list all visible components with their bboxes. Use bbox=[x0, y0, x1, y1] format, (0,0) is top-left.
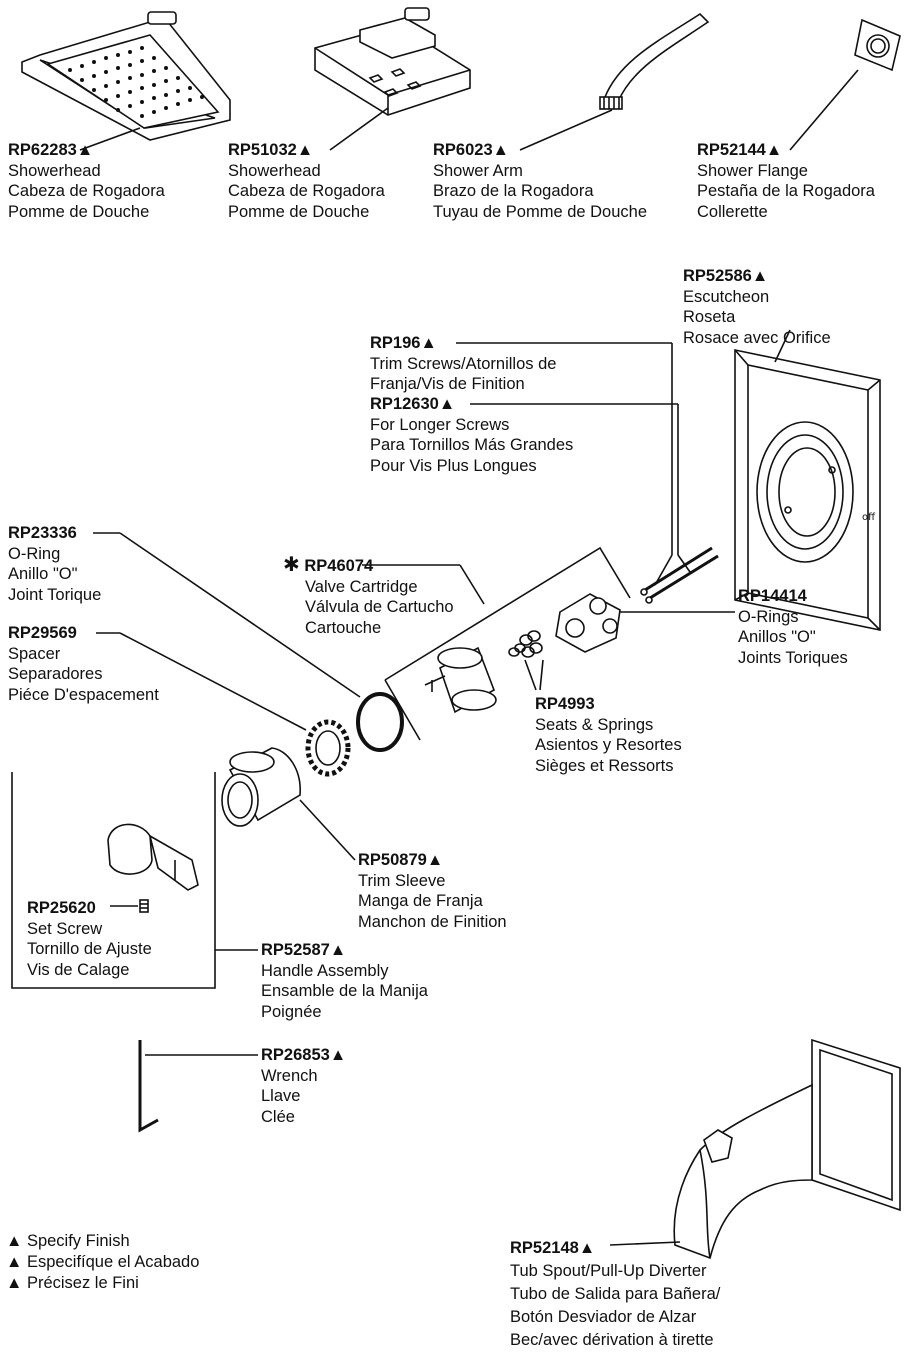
legend-item: ▲ Précisez le Fini bbox=[6, 1274, 139, 1292]
seats-springs-illustration bbox=[508, 630, 543, 658]
showerhead-square-plate-illustration bbox=[314, 7, 471, 116]
handle-illustration bbox=[107, 823, 199, 891]
legend-item: ▲ Especifíque el Acabado bbox=[6, 1253, 200, 1271]
finish-legend: ▲ Specify Finish ▲ Especifíque el Acabad… bbox=[6, 1231, 199, 1294]
escutcheon-illustration bbox=[734, 349, 881, 631]
asterisk-mark: ✱ bbox=[283, 554, 300, 576]
valve-body-illustration bbox=[555, 593, 621, 653]
o-ring-illustration bbox=[356, 692, 404, 752]
shower-arm-illustration bbox=[599, 12, 710, 110]
shower-flange-illustration bbox=[854, 18, 901, 72]
set-screw-illustration bbox=[139, 899, 149, 913]
legend-item: ▲ Specify Finish bbox=[6, 1232, 130, 1250]
svg-text:off: off bbox=[862, 512, 876, 523]
wrench-illustration bbox=[138, 1040, 159, 1133]
valve-cartridge-illustration bbox=[424, 646, 497, 714]
showerhead-square-grid-illustration bbox=[21, 11, 231, 141]
trim-sleeve-illustration bbox=[221, 747, 301, 827]
tub-spout-illustration bbox=[673, 1038, 901, 1260]
spacer-illustration bbox=[305, 719, 351, 777]
